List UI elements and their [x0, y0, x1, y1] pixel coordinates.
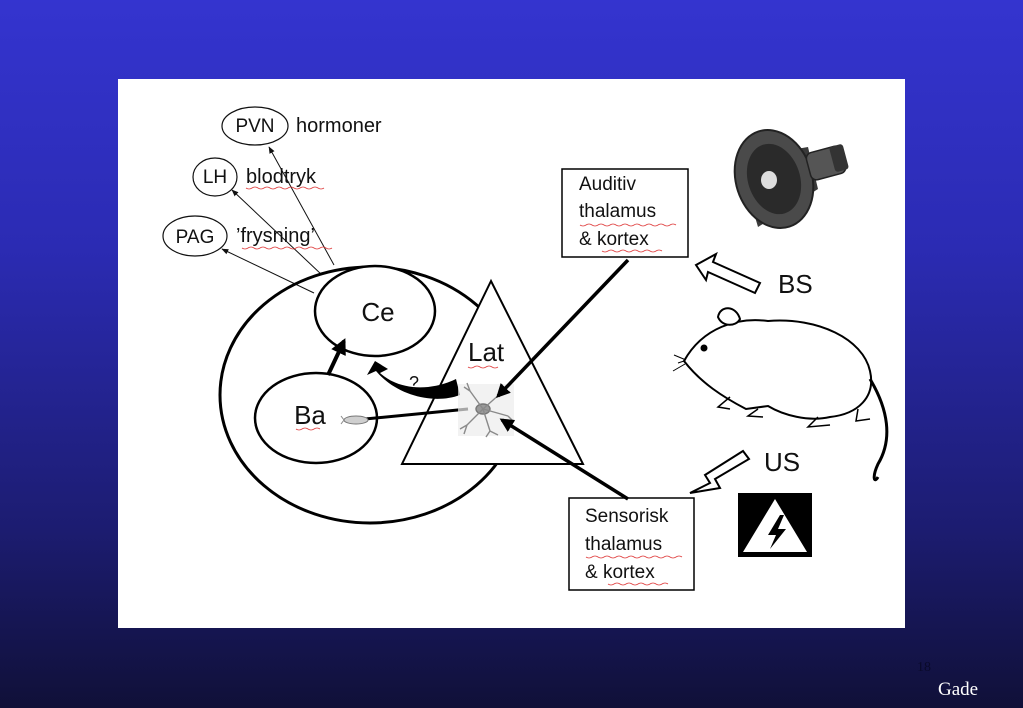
auditory-thalamus-cortex-box [561, 168, 689, 258]
ce-to-lh-arrow [231, 189, 323, 276]
lh-label: LH [203, 167, 227, 188]
frysning-label: ’frysning’ [236, 225, 315, 247]
blodtryk-label: blodtryk [246, 166, 317, 188]
loudspeaker-icon [733, 129, 849, 229]
neuron-icon [458, 382, 515, 438]
lat-nucleus-triangle [400, 278, 585, 465]
lh-node [192, 157, 238, 197]
ce-to-pvn-arrow [268, 146, 335, 266]
auditory-to-lat-arrow [496, 258, 630, 399]
ce-nucleus [313, 264, 437, 358]
hormoner-label: hormoner [296, 115, 382, 137]
sensory-box-line-2: thalamus [585, 534, 662, 555]
auditory-box-line-3: & kortex [579, 229, 649, 250]
fear-circuit-diagram: PVN hormoner LH blodtryk PAG ’frysning’ … [162, 106, 889, 591]
pag-node [162, 215, 228, 257]
sensory-thalamus-cortex-box [568, 497, 695, 591]
question-mark: ? [409, 373, 419, 393]
auditory-box-line-1: Auditiv [579, 174, 637, 195]
lat-to-ba-connection [364, 407, 469, 421]
sensory-to-lat-arrow [499, 418, 629, 501]
ce-label: Ce [361, 297, 394, 327]
slide-content-panel: PVN hormoner LH blodtryk PAG ’frysning’ … [118, 79, 905, 628]
pag-label: PAG [176, 227, 215, 248]
sensory-box-line-1: Sensorisk [585, 506, 669, 527]
lat-to-ce-curved-arrow [367, 361, 460, 399]
ce-to-pag-arrow [221, 248, 315, 294]
us-label: US [764, 447, 800, 477]
bs-hollow-arrow [694, 251, 762, 295]
ba-label: Ba [294, 400, 326, 430]
auditory-box-line-2: thalamus [579, 201, 656, 222]
sensory-box-line-3: & kortex [585, 562, 655, 583]
slide-number: 18 [917, 660, 931, 675]
high-voltage-warning-icon [738, 493, 812, 557]
lat-label: Lat [468, 337, 505, 367]
pvn-node [221, 106, 289, 146]
bs-label: BS [778, 269, 813, 299]
pvn-label: PVN [235, 116, 274, 137]
us-hollow-arrow [689, 449, 751, 494]
rat-icon [672, 307, 889, 482]
ba-to-ce-arrow [326, 338, 346, 376]
axon-terminal-icon [340, 415, 369, 425]
author-name: Gade [938, 679, 979, 700]
